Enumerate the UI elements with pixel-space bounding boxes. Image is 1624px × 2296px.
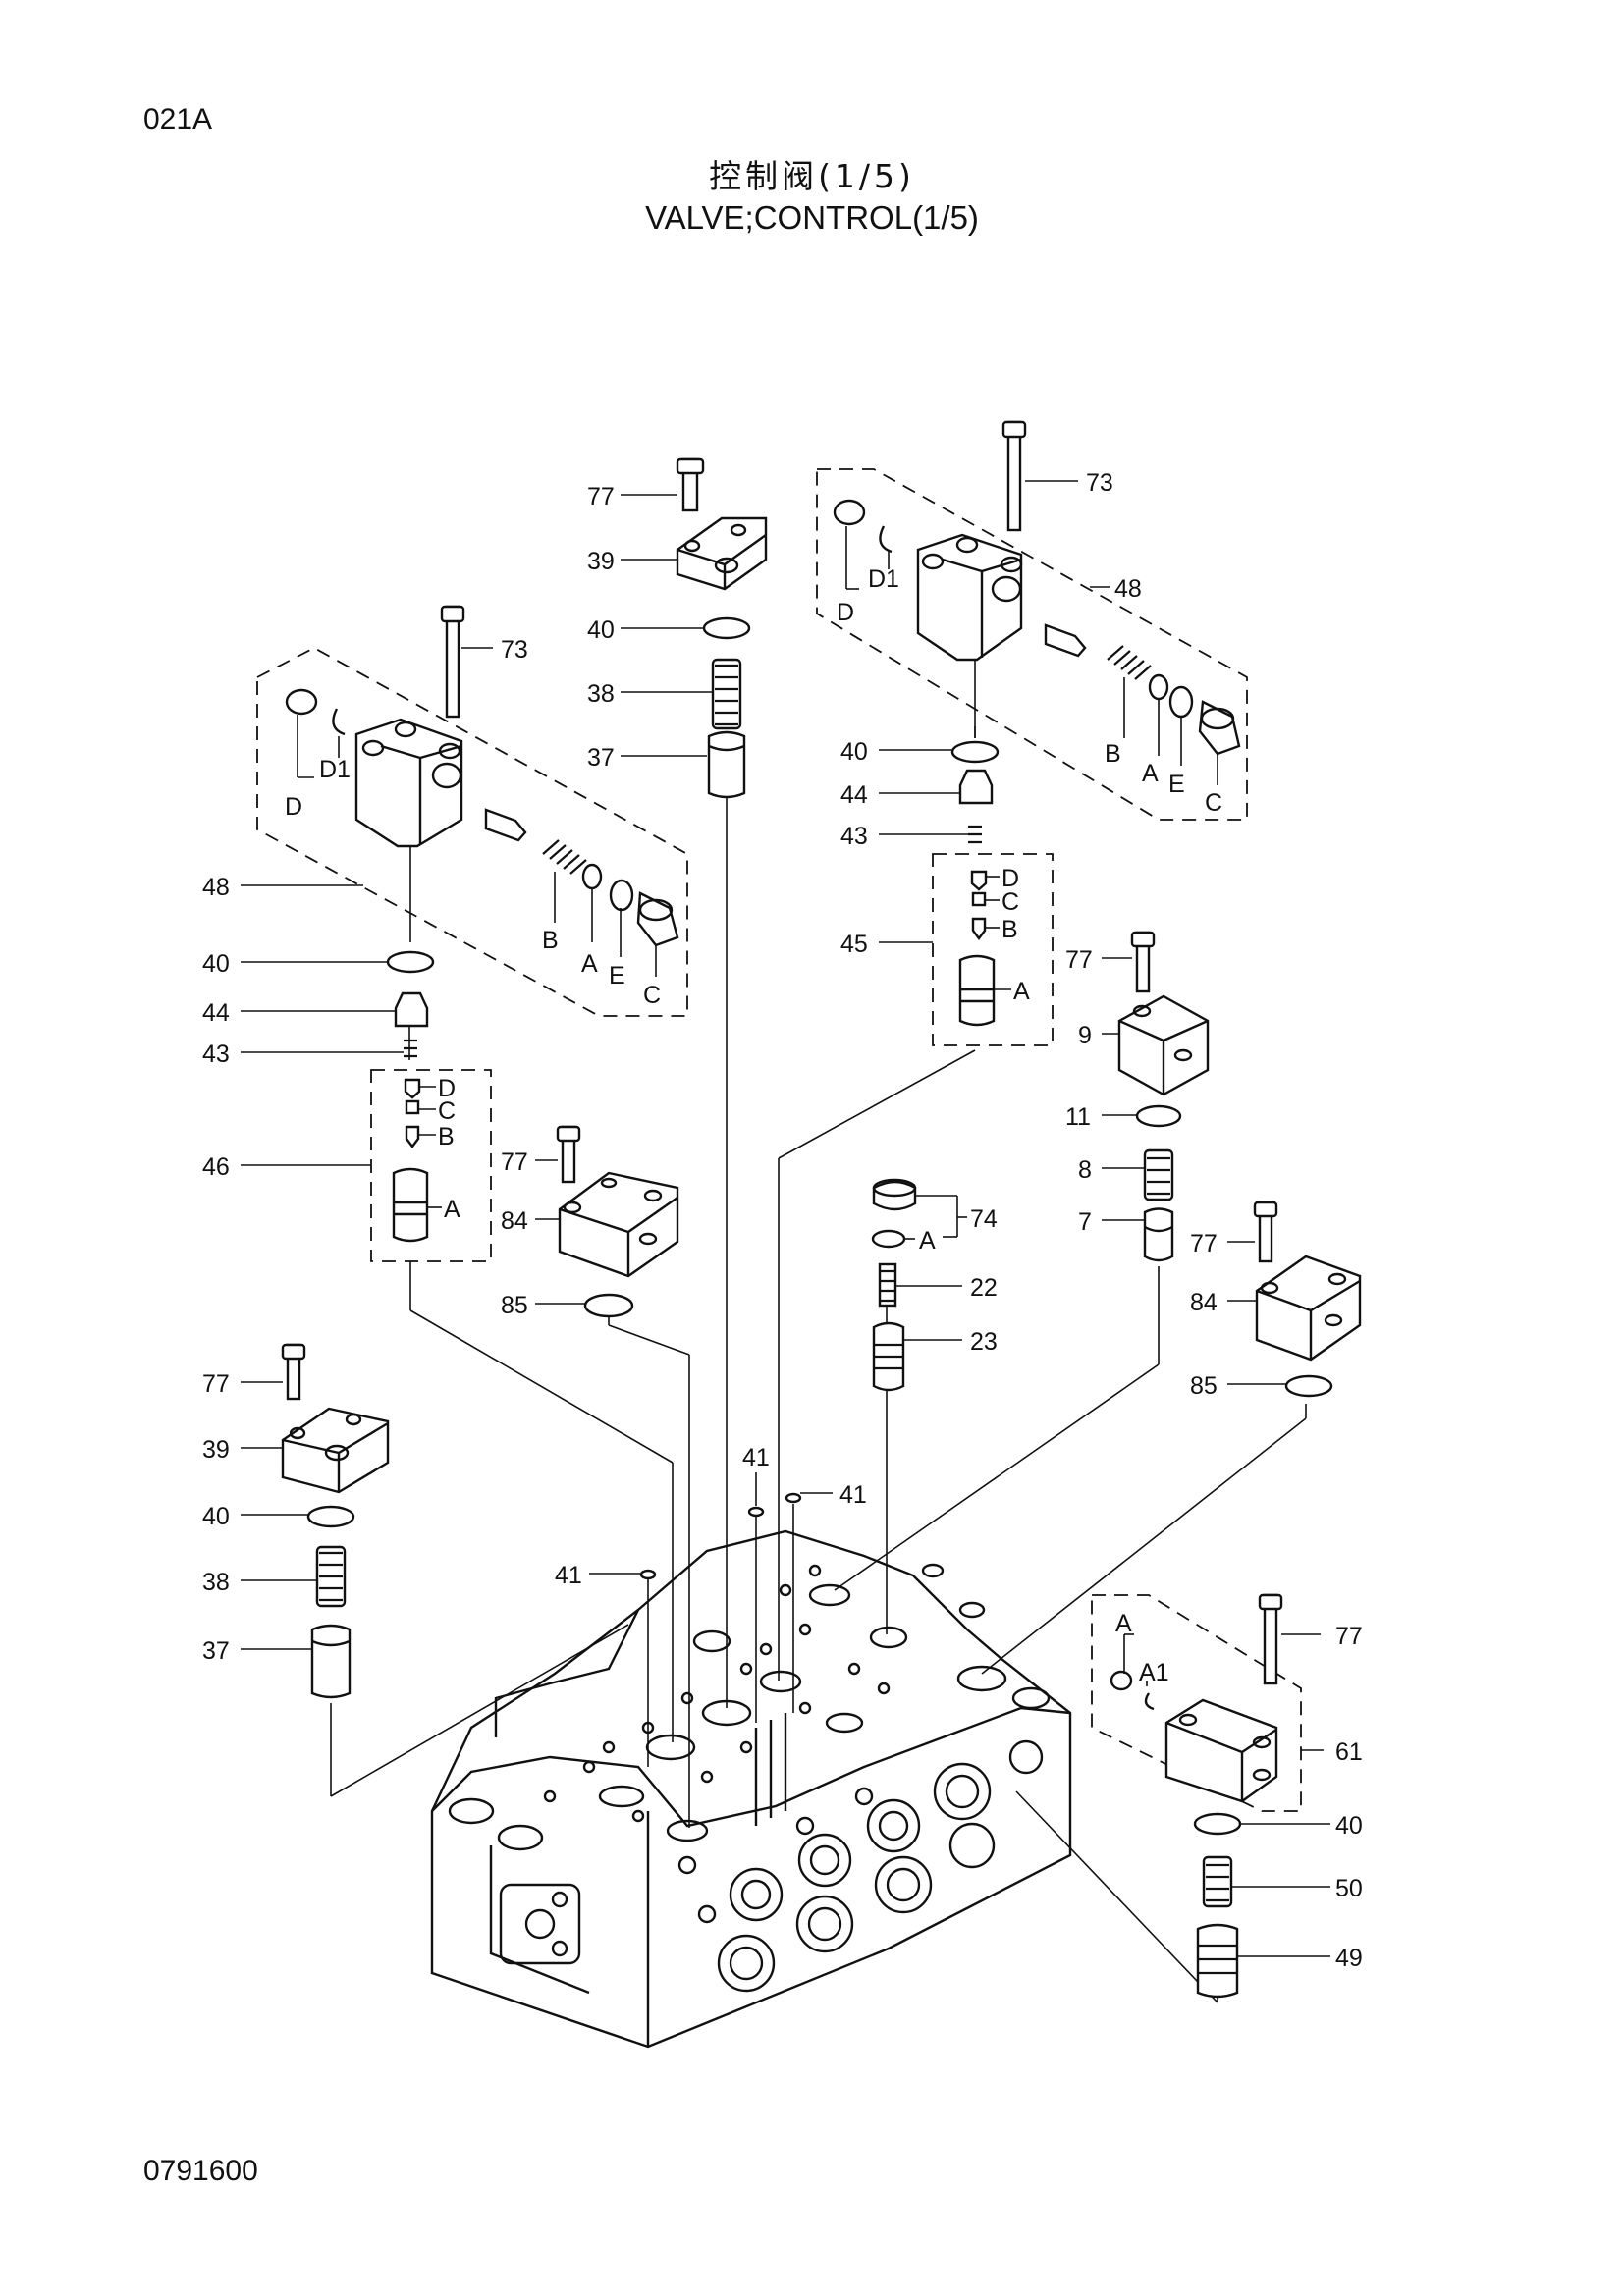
- callouts-74: 74 A 22 23: [895, 1195, 998, 1356]
- callout-22: 22: [970, 1274, 998, 1302]
- sub-letter-label: B: [1001, 916, 1018, 943]
- left-relief-assembly-48: [256, 605, 688, 1017]
- callout-48: 48: [1114, 575, 1142, 603]
- drawing-code: 0791600: [143, 2155, 258, 2187]
- sub-letter-label: A: [581, 950, 598, 978]
- left-stack-46: [370, 950, 492, 1262]
- callout-43: 43: [202, 1041, 230, 1068]
- callouts-center-top: 77 39 40 38 37: [587, 483, 713, 772]
- sub-letter-label: D1: [868, 565, 899, 593]
- callout-74: 74: [970, 1205, 998, 1233]
- callout-73: 73: [501, 636, 528, 664]
- callouts-84b: 77 84 85: [1190, 1230, 1286, 1400]
- callout-49: 49: [1335, 1945, 1363, 1972]
- sub-letter-label: B: [438, 1123, 455, 1150]
- callout-46: 46: [202, 1153, 230, 1181]
- callout-45: 45: [840, 931, 868, 958]
- callout-39: 39: [587, 548, 615, 575]
- callout-44: 44: [840, 781, 868, 809]
- sub-letter-label: D: [837, 599, 854, 626]
- callout-77: 77: [587, 483, 615, 510]
- sub-letter-label: A: [919, 1227, 936, 1255]
- callouts-left-48: 73 48 D D1 B A E C: [202, 636, 661, 1009]
- callout-39: 39: [202, 1436, 230, 1464]
- callout-11: 11: [1065, 1103, 1091, 1131]
- callout-77: 77: [1065, 946, 1093, 974]
- assembly-lines: [330, 726, 1307, 2003]
- callout-37: 37: [202, 1637, 230, 1665]
- cover-84b-group: [1253, 1201, 1362, 1398]
- callout-40: 40: [1335, 1812, 1363, 1840]
- page-code: 021A: [143, 103, 213, 135]
- sub-letter-label: E: [609, 962, 625, 989]
- sub-letter-label: A: [1115, 1610, 1132, 1637]
- assembly-61: [1091, 1593, 1302, 1999]
- sub-letter-label: D: [438, 1075, 456, 1102]
- callout-38: 38: [587, 680, 615, 708]
- callouts-9: 77 9 11 8 7: [1065, 946, 1145, 1236]
- callout-85: 85: [501, 1292, 528, 1319]
- callout-41: 41: [742, 1444, 770, 1471]
- left-lower-stack: [281, 1343, 390, 1699]
- callout-41: 41: [555, 1562, 582, 1589]
- callout-77: 77: [501, 1148, 528, 1176]
- callout-48: 48: [202, 874, 230, 901]
- callouts-left-lower: 77 39 40 38 37: [202, 1370, 317, 1665]
- callout-38: 38: [202, 1569, 230, 1596]
- callout-77: 77: [202, 1370, 230, 1398]
- callout-9: 9: [1078, 1022, 1092, 1049]
- plug-74-group: [871, 1178, 917, 1392]
- callout-37: 37: [587, 744, 615, 772]
- sub-letter-label: D: [285, 793, 302, 821]
- callout-40: 40: [840, 738, 868, 766]
- callout-40: 40: [587, 616, 615, 644]
- title-english: VALVE;CONTROL(1/5): [645, 199, 979, 236]
- sub-letter-label: A1: [1139, 1659, 1169, 1686]
- right-stack-45: [932, 740, 1054, 1046]
- callout-44: 44: [202, 999, 230, 1027]
- callouts-61: A A1 77 61 40 50 49: [1115, 1610, 1363, 1972]
- sub-letter-label: E: [1168, 771, 1185, 798]
- callout-43: 43: [840, 823, 868, 850]
- callout-85: 85: [1190, 1372, 1218, 1400]
- sub-letter-label: D1: [319, 756, 351, 783]
- callout-50: 50: [1335, 1875, 1363, 1902]
- callout-40: 40: [202, 1503, 230, 1530]
- pins-41: 41 41 41: [555, 1444, 867, 1589]
- center-top-stack: [676, 457, 768, 799]
- callout-41: 41: [839, 1481, 867, 1509]
- cover-9-group: [1117, 931, 1210, 1262]
- callout-77: 77: [1335, 1623, 1363, 1650]
- sub-letter-label: C: [643, 982, 661, 1009]
- sub-letter-label: C: [1205, 789, 1222, 817]
- sub-letter-label: A: [1013, 978, 1030, 1005]
- callouts-84a: 77 84 85: [501, 1148, 585, 1319]
- sub-letter-label: C: [438, 1097, 456, 1125]
- valve-body: [430, 1529, 1072, 2049]
- right-relief-assembly-48: [816, 420, 1248, 821]
- callouts-left-46: 40 44 43 46 D C B A: [202, 950, 460, 1223]
- callout-77: 77: [1190, 1230, 1218, 1257]
- title-chinese: 控制阀(1/5): [709, 157, 915, 195]
- callout-84: 84: [501, 1207, 528, 1235]
- sub-letter-label: A: [1142, 760, 1159, 787]
- callout-40: 40: [202, 950, 230, 978]
- callout-61: 61: [1335, 1738, 1363, 1766]
- sub-letter-label: A: [444, 1196, 460, 1223]
- callout-8: 8: [1078, 1156, 1092, 1184]
- sub-letter-label: B: [1105, 740, 1121, 768]
- callout-84: 84: [1190, 1289, 1218, 1316]
- callout-73: 73: [1086, 469, 1113, 497]
- sub-letter-label: B: [542, 927, 559, 954]
- sub-letter-label: D: [1001, 865, 1019, 892]
- cover-84-group: [556, 1125, 679, 1325]
- callout-7: 7: [1078, 1208, 1092, 1236]
- callouts-right-48: 73 48 D D1 B A E C: [837, 469, 1222, 817]
- callouts-right-45: 40 44 43 45 D C B A: [840, 738, 1030, 1005]
- callout-23: 23: [970, 1328, 998, 1356]
- sub-letter-label: C: [1001, 888, 1019, 916]
